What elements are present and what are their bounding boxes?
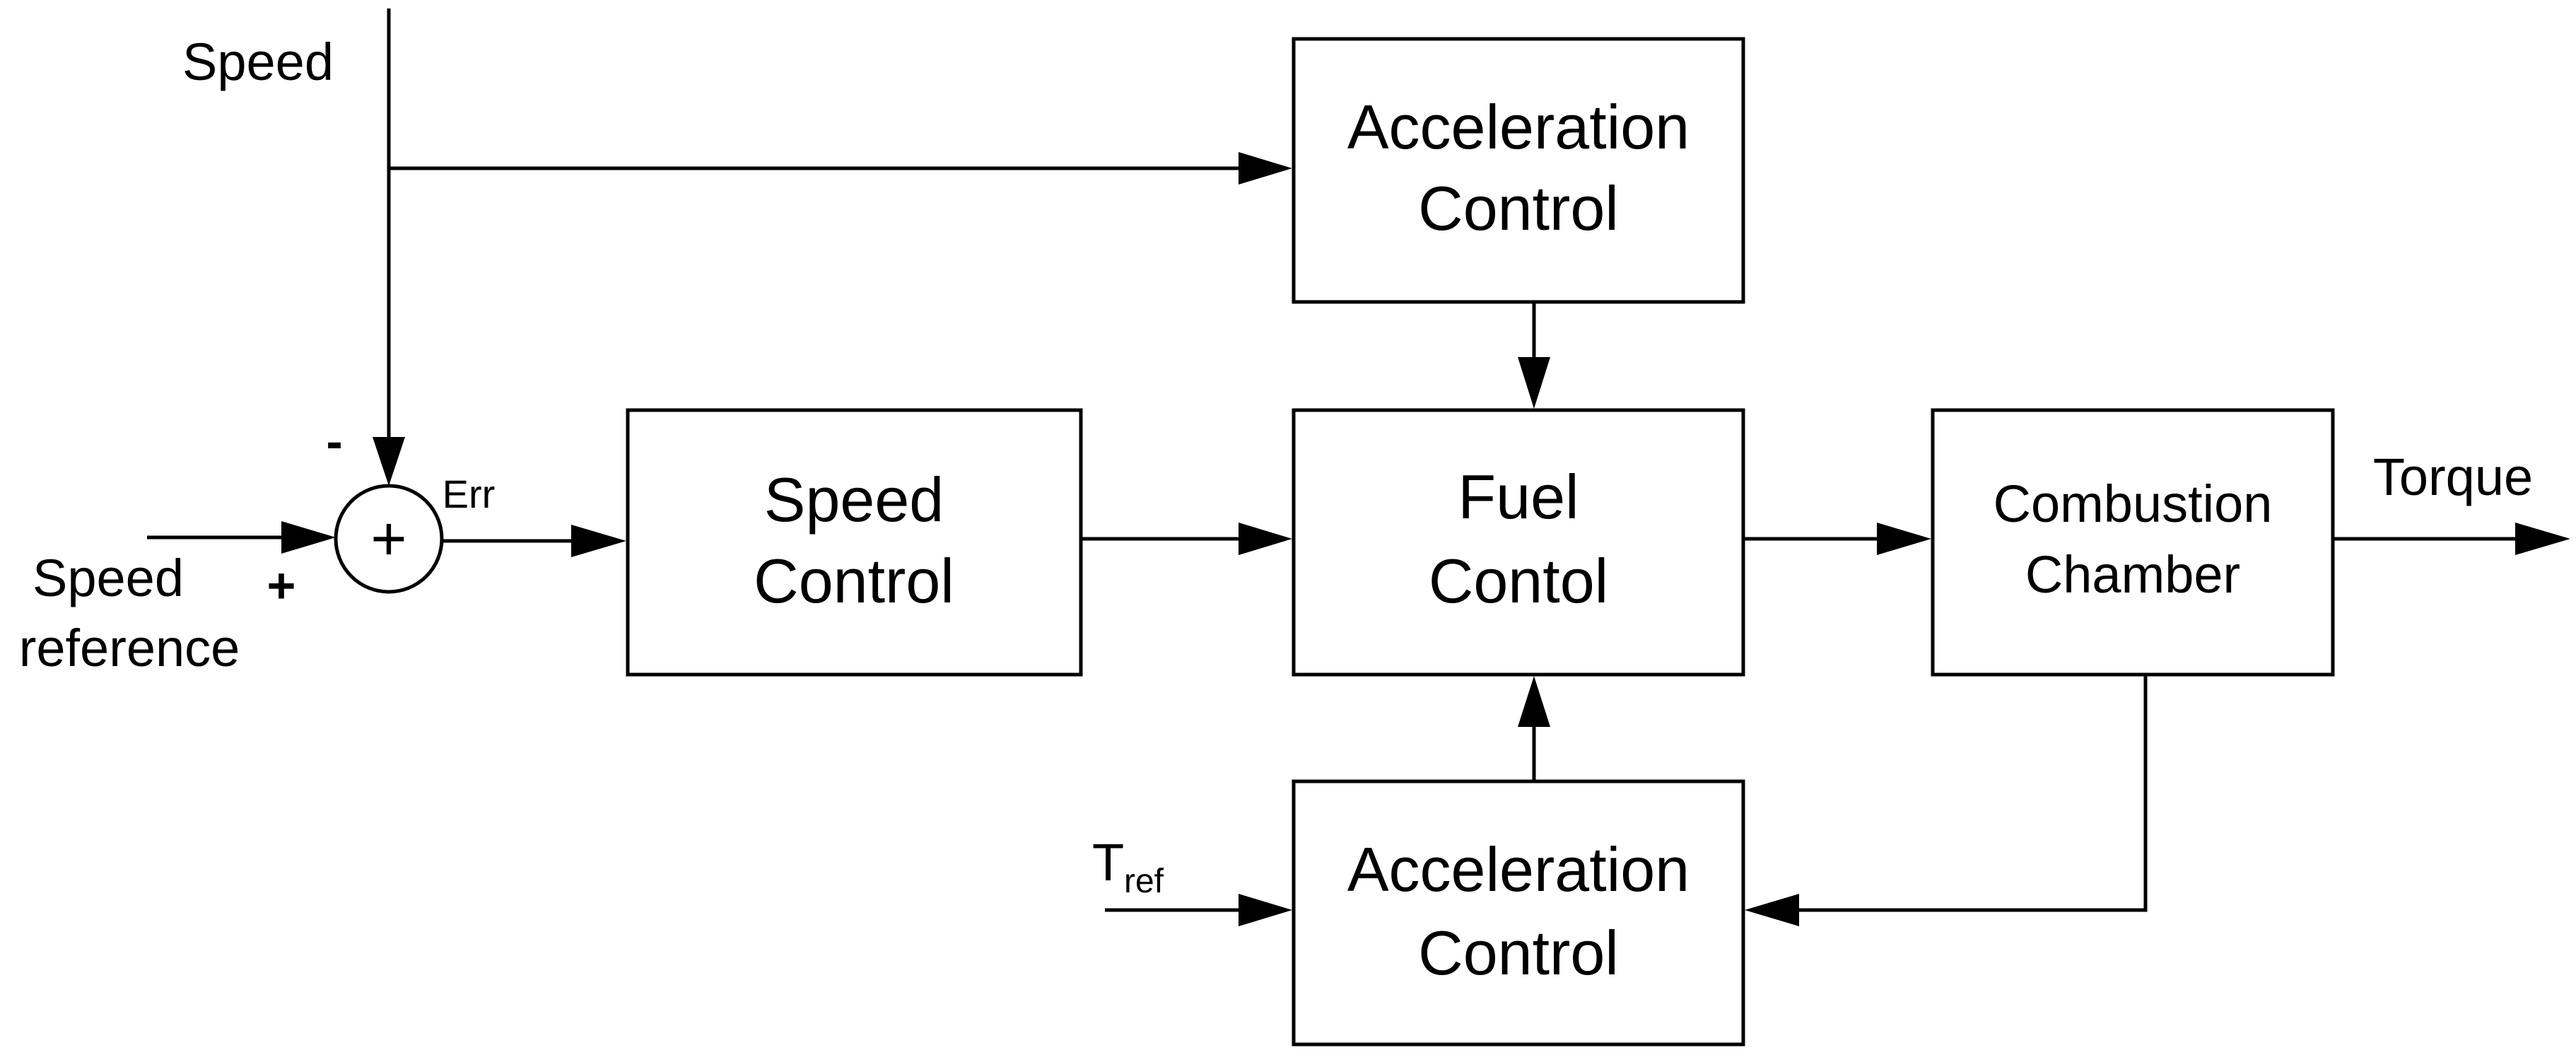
accel-bottom-to-fuel-arrowhead [1518,676,1550,727]
accel-top-to-fuel-arrowhead [1518,357,1550,409]
combustion-chamber-block: Combustion Chamber [1931,408,2335,677]
combustion-label-line2: Chamber [2025,545,2240,604]
acceleration-control-bottom-block: Acceleration Control [1292,779,1745,1047]
accel-bottom-label-line1: Acceleration [1347,834,1690,904]
plus-sign: + [267,558,296,613]
accel-top-label-line2: Control [1418,173,1619,243]
fuel-control-block: Fuel Contol [1292,408,1745,677]
tref-main-text: T [1092,833,1124,892]
torque-reference-label: T ref [1092,833,1164,900]
accel-top-label-line1: Acceleration [1347,92,1690,162]
speed-to-accel-top-arrowhead [1239,152,1292,185]
tref-subscript-text: ref [1124,863,1164,900]
fuel-control-label-line1: Fuel [1458,462,1579,532]
speed-control-label-line2: Control [754,546,954,616]
speed-feedback-arrowhead [373,437,405,486]
speed-to-fuel-arrowhead [1239,523,1292,555]
speed-reference-label-line1: Speed [33,549,184,607]
minus-sign: - [326,414,342,469]
torque-output-label: Torque [2373,448,2533,506]
accel-bottom-label-line2: Control [1418,918,1619,988]
speed-feedback-label: Speed [182,33,334,91]
acceleration-control-top-block: Acceleration Control [1292,37,1745,304]
error-signal-arrowhead [571,525,626,557]
combustion-feedback-arrowhead [1745,894,1799,926]
summing-junction: + [334,484,444,594]
fuel-control-label-line2: Contol [1429,546,1608,616]
speed-control-block: Speed Control [626,408,1083,677]
summing-junction-symbol: + [370,503,406,573]
fuel-to-combustion-arrowhead [1877,523,1931,555]
combustion-label-line1: Combustion [1994,474,2273,533]
speed-reference-arrowhead [281,521,336,554]
speed-control-label-line1: Speed [764,465,944,535]
combustion-feedback-line [1785,675,2148,912]
speed-reference-label-line2: reference [19,619,240,677]
tref-input-arrowhead [1239,894,1292,926]
error-signal-label: Err [443,472,496,516]
torque-output-arrowhead [2515,523,2570,555]
